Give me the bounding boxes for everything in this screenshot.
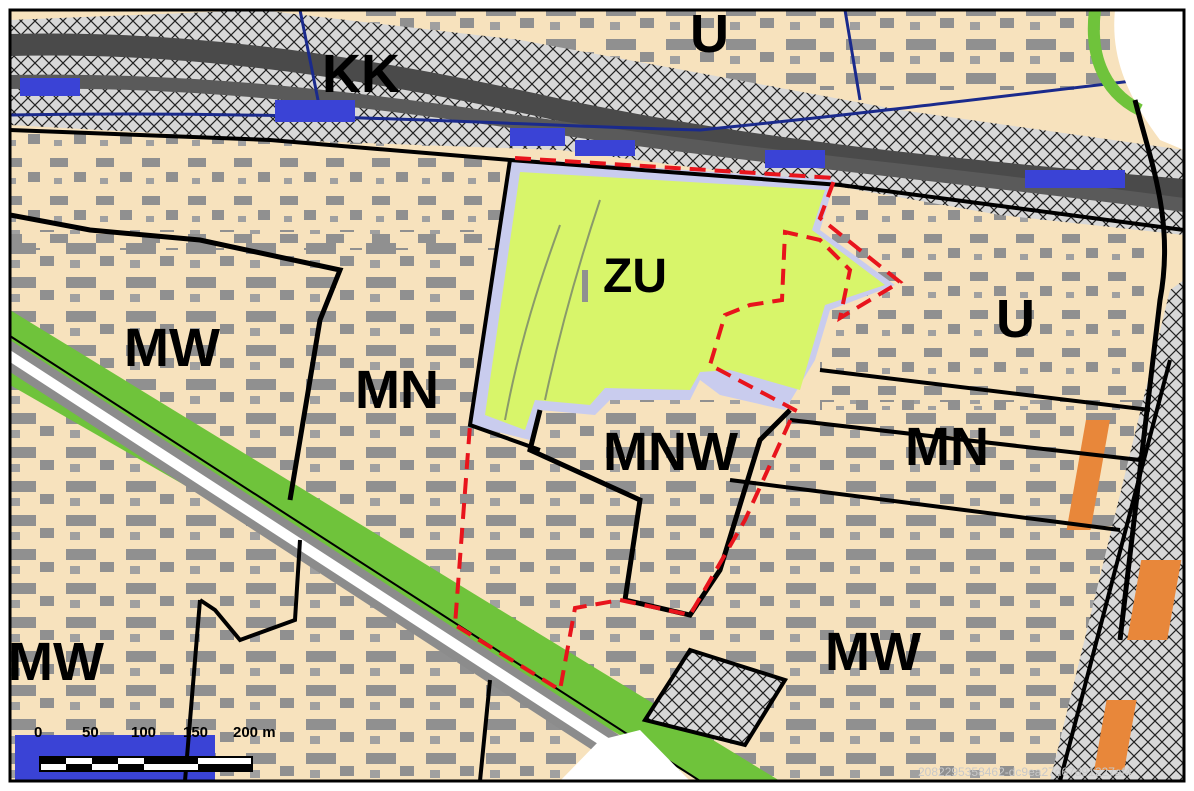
zone-label-mn-right: MN bbox=[905, 417, 989, 477]
green-strip bbox=[10, 310, 780, 781]
diagonal-road-edge bbox=[10, 335, 701, 781]
boundary-east-3 bbox=[729, 478, 1121, 532]
zone-label-zu: ZU bbox=[603, 250, 667, 303]
open-area-top-right bbox=[1114, 10, 1184, 150]
scale-tick-150: 150 bbox=[183, 724, 208, 741]
boundary-east-2 bbox=[819, 368, 1151, 412]
boundary-right-vertical bbox=[1117, 99, 1168, 641]
diagonal-road-inner bbox=[10, 350, 675, 781]
boundary-south-2 bbox=[183, 599, 202, 781]
plan-boundary-red bbox=[452, 156, 904, 694]
park-building bbox=[582, 270, 588, 302]
industrial-block-1 bbox=[1066, 420, 1110, 530]
building-blocks-east bbox=[820, 190, 1150, 410]
industrial-block-2 bbox=[1127, 560, 1182, 640]
park-path bbox=[504, 224, 561, 421]
blue-line-horizontal bbox=[10, 73, 1184, 132]
water-3 bbox=[510, 128, 565, 146]
railway-track bbox=[10, 33, 1184, 201]
scale-tick-50: 50 bbox=[82, 724, 99, 741]
scale-tick-0: 0 bbox=[34, 724, 42, 741]
diagonal-road bbox=[10, 340, 690, 781]
boundary-south-1 bbox=[478, 679, 492, 781]
water-6 bbox=[1025, 170, 1125, 188]
boundary-west-block bbox=[10, 212, 344, 501]
park-zu bbox=[485, 172, 885, 430]
watermark: 2082295358462-dc9ea27d67d91227af4 bbox=[918, 765, 1132, 779]
industrial-line bbox=[1058, 359, 1172, 781]
zone-label-mw-left: MW bbox=[124, 318, 220, 378]
water-5 bbox=[765, 150, 825, 168]
blue-line-vertical-2 bbox=[843, 10, 862, 101]
water-2 bbox=[275, 100, 355, 122]
scale-tick-100: 100 bbox=[131, 724, 156, 741]
water-1 bbox=[20, 78, 80, 96]
scale-bar: 0 50 100 150 200 m bbox=[34, 724, 276, 772]
boundary-east-1 bbox=[789, 418, 1141, 462]
zone-label-mw-bottom-right: MW bbox=[825, 622, 921, 682]
zone-label-u-right: U bbox=[996, 289, 1035, 349]
industrial-block-3 bbox=[1094, 700, 1137, 770]
zone-label-mw-bottom-left: MW bbox=[8, 632, 104, 692]
water-4 bbox=[575, 140, 635, 156]
hatched-block bbox=[641, 647, 789, 748]
park-path-2 bbox=[544, 199, 601, 401]
green-edge-top-right bbox=[1087, 10, 1143, 116]
boundary-southwest bbox=[198, 539, 302, 643]
white-wedge bbox=[560, 730, 690, 781]
zone-label-mnw: MNW bbox=[603, 422, 738, 482]
zone-label-mn-center: MN bbox=[355, 360, 439, 420]
boundary-park bbox=[467, 159, 541, 452]
map-frame bbox=[8, 8, 1186, 783]
zone-label-kk: KK bbox=[322, 44, 400, 104]
zone-label-u-top: U bbox=[690, 4, 729, 64]
scale-tick-200m: 200 m bbox=[233, 724, 276, 741]
